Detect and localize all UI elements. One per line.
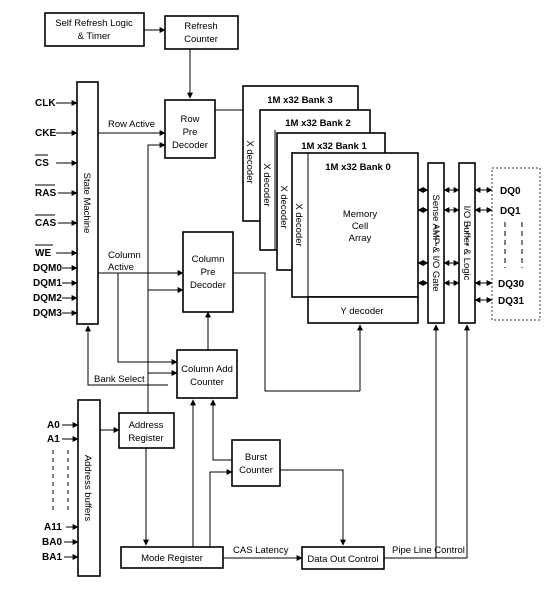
self-refresh-label-1: Self Refresh Logic (55, 18, 133, 29)
pin-a11: A11 (44, 522, 62, 533)
bank0-xdecoder-label: X decoder (293, 203, 304, 246)
pin-dq30: DQ30 (498, 279, 525, 290)
column-pre-decoder-block: Column Pre Decoder (182, 231, 234, 313)
pin-dq0: DQ0 (500, 186, 521, 197)
pin-a1: A1 (47, 434, 60, 445)
self-refresh-block: Self Refresh Logic & Timer (44, 12, 145, 47)
burst-counter-label-2: Counter (239, 465, 273, 476)
pin-cas: CAS (35, 218, 56, 229)
pipe-line-control-line (384, 324, 470, 559)
row-pre-decoder-block: Row Pre Decoder (164, 99, 216, 159)
bank0-label: 1M x32 Bank 0 (325, 162, 390, 173)
y-decoder-label: Y decoder (340, 306, 383, 317)
dq-pin-box (491, 167, 541, 321)
address-buffers-label: Address buffers (82, 455, 93, 522)
bank1-label: 1M x32 Bank 1 (301, 141, 367, 152)
column-active-to-counter (117, 273, 178, 365)
memory-cell-array-label-3: Array (349, 233, 372, 244)
address-to-row-pre-bus (147, 142, 166, 413)
pin-we: WE (35, 248, 51, 259)
y-decoder-block: Y decoder (307, 296, 419, 324)
bank3-label: 1M x32 Bank 3 (267, 95, 332, 106)
address-buffers-block: Address buffers (77, 399, 101, 577)
pin-a0: A0 (47, 420, 60, 431)
bank-select-label: Bank Select (94, 374, 145, 385)
memory-cell-array-label-2: Cell (352, 221, 368, 232)
column-add-counter-label-1: Column Add (181, 364, 233, 375)
pin-clk: CLK (35, 98, 56, 109)
row-pre-decoder-label-1: Row (180, 114, 199, 125)
pin-dqm2: DQM2 (33, 293, 62, 304)
address-register-label-1: Address (129, 420, 164, 431)
column-pre-decoder-label-2: Pre (201, 267, 216, 278)
state-machine-block: State Machine (76, 81, 99, 325)
bank1-xdecoder-label: X decoder (278, 185, 289, 228)
pin-dqm1: DQM1 (33, 278, 62, 289)
pipe-line-control-label: Pipe Line Control (392, 545, 465, 556)
sense-to-io-arrows (443, 187, 460, 286)
pin-ba0: BA0 (42, 537, 62, 548)
column-pre-to-ydecoder-line (233, 272, 360, 392)
memory-bank-0: 1M x32 Bank 0 X decoder Memory Cell Arra… (291, 152, 419, 298)
bank2-xdecoder-label: X decoder (261, 163, 272, 206)
array-to-sense-arrows (417, 187, 429, 286)
data-out-control-label: Data Out Control (307, 554, 378, 565)
column-active-label-2: Active (108, 262, 134, 273)
pin-ras: RAS (35, 188, 56, 199)
refresh-counter-label-2: Counter (184, 34, 218, 45)
column-pre-decoder-label-3: Decoder (190, 280, 226, 291)
refresh-counter-label-1: Refresh (184, 21, 217, 32)
dq-pins: DQ0 DQ1 DQ30 DQ31 (491, 167, 541, 321)
burst-to-data-out (280, 469, 346, 546)
io-to-dq-arrows (474, 187, 493, 303)
memory-cell-array-label-1: Memory (343, 209, 378, 220)
column-add-counter-label-2: Counter (190, 377, 224, 388)
row-pre-decoder-label-2: Pre (183, 127, 198, 138)
pin-dqm0: DQM0 (33, 263, 62, 274)
control-pins: CLK CKE CS RAS CAS WE DQM0 DQM1 DQM2 DQM… (33, 98, 78, 319)
bank2-label: 1M x32 Bank 2 (285, 118, 350, 129)
mode-register-block: Mode Register (120, 546, 224, 569)
data-out-control-block: Data Out Control (301, 546, 385, 570)
mode-to-burst (209, 469, 233, 547)
address-register-label-2: Register (128, 433, 163, 444)
bank3-xdecoder-label: X decoder (244, 140, 255, 183)
pin-cs: CS (35, 158, 49, 169)
column-active-label-1: Column (108, 250, 141, 261)
bank-select-line (85, 325, 168, 386)
pin-dq1: DQ1 (500, 206, 521, 217)
mode-register-label: Mode Register (141, 553, 203, 564)
state-machine-label: State Machine (81, 173, 92, 234)
address-pins: A0 A1 A11 BA0 BA1 (42, 420, 79, 563)
row-active-label: Row Active (108, 119, 155, 130)
burst-counter-label-1: Burst (245, 452, 268, 463)
pin-dq31: DQ31 (498, 296, 525, 307)
row-pre-decoder-label-3: Decoder (172, 140, 208, 151)
self-refresh-label-2: & Timer (78, 31, 111, 42)
pin-ba1: BA1 (42, 552, 62, 563)
column-add-counter-block: Column Add Counter (176, 349, 238, 399)
burst-counter-block: Burst Counter (231, 439, 281, 487)
cas-latency-label: CAS Latency (233, 545, 289, 556)
refresh-counter-block: Refresh Counter (164, 15, 239, 50)
pin-cke: CKE (35, 128, 56, 139)
pin-dqm3: DQM3 (33, 308, 62, 319)
address-register-block: Address Register (118, 412, 175, 449)
burst-to-column-counter (210, 399, 232, 461)
column-pre-decoder-label-1: Column (192, 254, 225, 265)
